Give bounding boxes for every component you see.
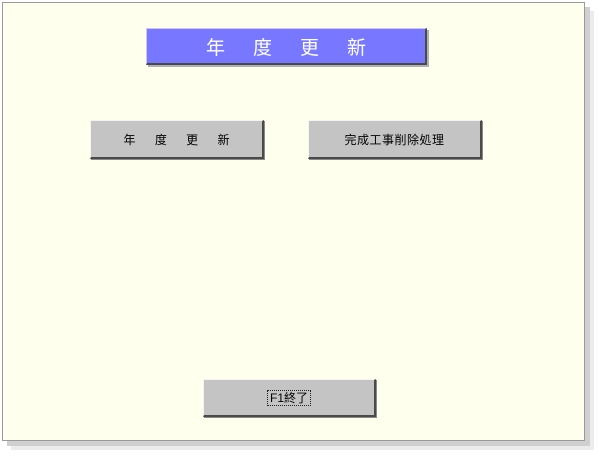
page-title-text: 年 度 更 新	[205, 36, 378, 59]
delete-completed-work-label: 完成工事削除処理	[344, 132, 445, 147]
f1-exit-button[interactable]: F1終了	[203, 379, 376, 417]
f1-exit-label: F1終了	[266, 389, 311, 406]
fiscal-year-update-button[interactable]: 年 度 更 新	[90, 120, 264, 159]
page-title: 年 度 更 新	[146, 28, 427, 65]
main-window: 年 度 更 新 年 度 更 新 完成工事削除処理 F1終了	[2, 2, 585, 441]
delete-completed-work-button[interactable]: 完成工事削除処理	[308, 120, 482, 159]
fiscal-year-update-label: 年 度 更 新	[123, 132, 238, 147]
